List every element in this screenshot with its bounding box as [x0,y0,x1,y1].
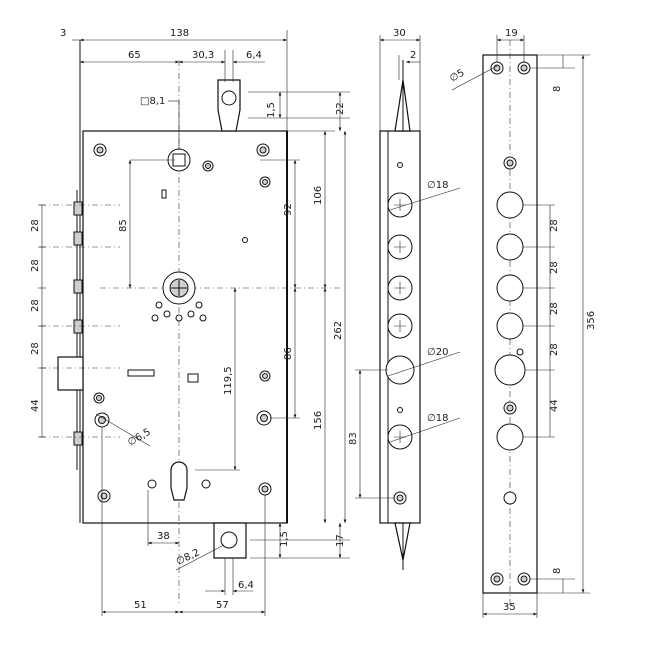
dim-dia-18-bottom: ∅18 [427,413,448,424]
dim-106: 106 [313,186,324,205]
dim-30: 30 [393,28,406,39]
dim-1-5-top: 1,5 [266,102,277,118]
dim-right-28-b: 28 [549,261,560,274]
dim-119-5: 119,5 [223,366,234,395]
lock-body-outline [82,130,288,524]
dim-left-28-a: 28 [30,219,41,232]
dim-dia-8-2: ∅8,2 [175,547,202,567]
dim-1-5-bottom: 1,5 [279,531,290,547]
bolt-stub-3 [73,279,83,294]
dim-right-28-c: 28 [549,302,560,315]
dim-86: 86 [283,347,294,360]
bolt-stub-1 [73,201,83,216]
bolt-stub-4 [73,319,83,334]
bolt-stub-2 [73,231,83,246]
dim-right-28-a: 28 [549,219,560,232]
dim-left-44: 44 [30,399,41,412]
dim-262: 262 [333,321,344,340]
latch-bolt [57,356,84,391]
dim-51: 51 [134,600,147,611]
dim-dia-5: ∅5 [448,68,467,85]
dim-left-28-c: 28 [30,299,41,312]
dim-left-28-d: 28 [30,342,41,355]
dim-8-bottom: 8 [552,568,563,574]
front-view: 3 138 65 30,3 6,4 □8,1 22 1,5 106 92 [30,28,350,616]
bolt-stub-5 [73,431,83,446]
dim-156: 156 [313,411,324,430]
dim-square-8-1: □8,1 [140,96,165,107]
dim-19: 19 [505,28,518,39]
dim-6-4-top: 6,4 [246,50,262,61]
cylinder-screw-right [201,479,211,489]
faceplate-view: 19 ∅5 8 28 28 28 28 44 356 8 35 [448,28,597,618]
dim-85: 85 [118,219,129,232]
side-view: 30 2 ∅18 ∅20 ∅18 83 [348,28,461,570]
bottom-rod-hole [220,531,238,549]
dim-65: 65 [128,50,141,61]
dim-8-top: 8 [552,86,563,92]
dim-2: 2 [410,50,416,61]
dim-138: 138 [170,28,189,39]
dim-left-28-b: 28 [30,259,41,272]
dim-38: 38 [157,531,170,542]
dim-35: 35 [503,602,516,613]
dim-92: 92 [283,203,294,216]
dim-83: 83 [348,432,359,445]
cam-small-holes [151,301,207,322]
dim-17: 17 [335,534,346,547]
top-rod-hole [221,90,237,106]
cylinder-screw-left [147,479,157,489]
dim-dia-20: ∅20 [427,347,448,358]
dim-6-4-bottom: 6,4 [238,580,254,591]
dim-3: 3 [60,28,66,39]
dim-356: 356 [586,311,597,330]
dim-right-28-d: 28 [549,343,560,356]
body-screws [93,143,272,503]
dim-30-3: 30,3 [192,50,214,61]
dim-dia-18-top: ∅18 [427,180,448,191]
dim-57: 57 [216,600,229,611]
dim-22: 22 [335,102,346,115]
slot [127,369,155,377]
euro-cylinder-cutout [170,461,188,501]
side-bolts [385,192,415,505]
dim-right-44: 44 [549,399,560,412]
